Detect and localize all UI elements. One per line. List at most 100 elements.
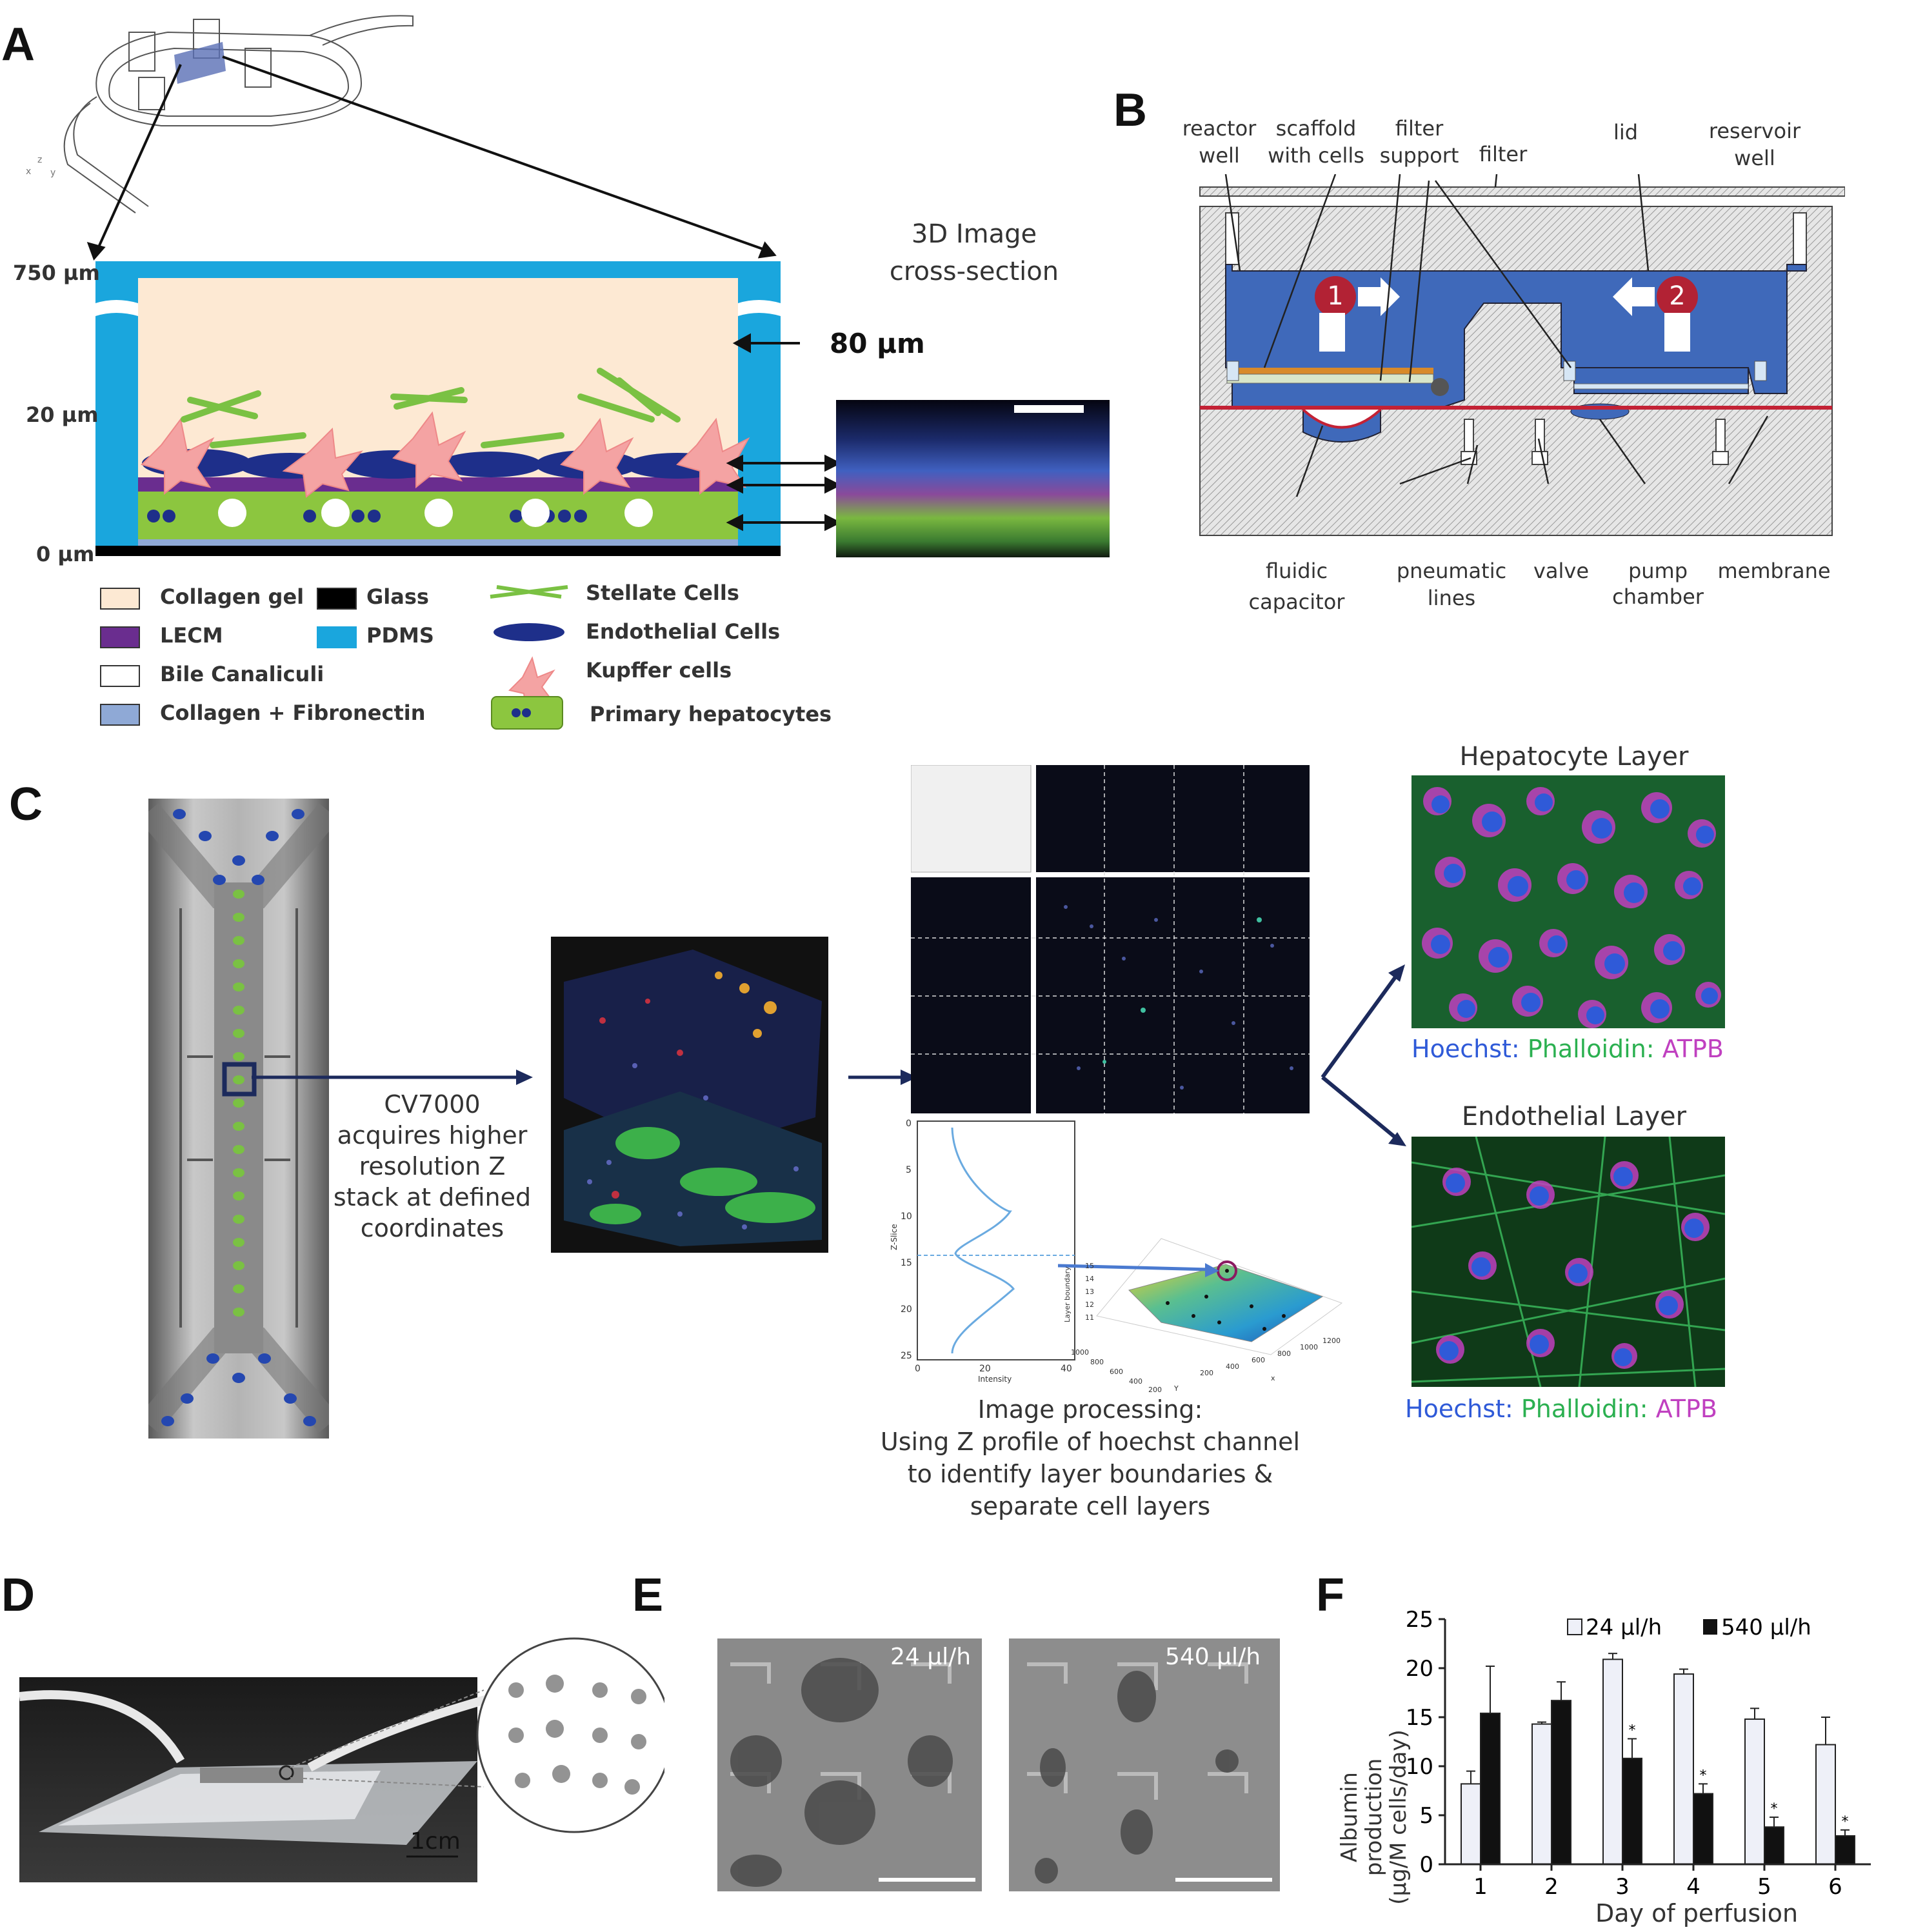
x-tick-label: 5 <box>1757 1874 1771 1900</box>
marker-1: 1 <box>1327 281 1344 311</box>
endo-stain-legend: Hoechst: Phalloidin: ATPB <box>1374 1395 1748 1423</box>
label-reservoir-well: well <box>1734 146 1775 170</box>
bar <box>1764 1826 1784 1865</box>
label-membrane: membrane <box>1717 559 1831 583</box>
svg-text:1000: 1000 <box>1071 1348 1089 1357</box>
stain-hoechst: Hoechst: <box>1411 1035 1520 1063</box>
label-filter-support: filter <box>1395 116 1444 141</box>
svg-text:14: 14 <box>1085 1275 1094 1283</box>
svg-text:x: x <box>26 166 31 177</box>
svg-text:20: 20 <box>979 1364 991 1374</box>
bar <box>1815 1744 1836 1865</box>
bar <box>1744 1718 1765 1865</box>
chart-legend: 24 µl/h 540 µl/h <box>1567 1615 1811 1640</box>
bar <box>1835 1835 1855 1866</box>
bar <box>1551 1700 1571 1865</box>
svg-text:x: x <box>1271 1374 1275 1382</box>
y-tick-label: 25 <box>1406 1607 1433 1633</box>
svg-text:Layer boundary: Layer boundary <box>1063 1266 1072 1322</box>
label-valve: valve <box>1533 559 1590 583</box>
svg-text:Y: Y <box>1173 1384 1179 1393</box>
y-tick-label: 20 <box>1406 1656 1433 1682</box>
svg-text:Z-Slice: Z-Slice <box>890 1224 899 1250</box>
panel-label-e: E <box>632 1569 664 1621</box>
zstack-3d-render <box>551 937 828 1253</box>
svg-text:0: 0 <box>906 1119 912 1129</box>
thickness-label: 80 µm <box>830 328 925 359</box>
legend-swatches <box>100 585 568 730</box>
svg-text:10: 10 <box>901 1211 912 1222</box>
image-title-1: 3D Image <box>911 219 1037 249</box>
axis-glyph: xzy <box>26 155 55 178</box>
svg-text:40: 40 <box>1061 1364 1072 1374</box>
bars: **** <box>1461 1653 1855 1866</box>
microfluidic-chip-image <box>148 799 329 1439</box>
svg-text:Intensity: Intensity <box>978 1375 1012 1384</box>
legend-collagen-fibronectin: Collagen + Fibronectin <box>160 701 426 725</box>
flow-label-540: 540 µl/h <box>1165 1644 1261 1670</box>
svg-text:800: 800 <box>1277 1349 1291 1358</box>
label-pump-chamber: chamber <box>1612 584 1704 609</box>
svg-text:400: 400 <box>1129 1377 1142 1386</box>
label-reactor: reactor <box>1182 116 1257 141</box>
label-filter: filter <box>1479 142 1528 166</box>
chart-xlabel: Day of perfusion <box>1595 1899 1799 1927</box>
bar <box>1461 1783 1481 1865</box>
svg-text:15: 15 <box>901 1258 912 1268</box>
cross-section-image <box>836 400 1110 557</box>
legend-pdms: PDMS <box>366 623 434 648</box>
svg-text:13: 13 <box>1085 1288 1094 1296</box>
legend-lecm: LECM <box>160 623 223 648</box>
y-tick-label: 15 <box>1406 1705 1433 1731</box>
stain-phalloidin-2: Phalloidin: <box>1521 1395 1648 1423</box>
legend-glass: Glass <box>366 584 429 609</box>
z-profile-plot: 0 5 10 15 20 25 0 20 40 Intensity Z-Slic… <box>890 1119 1075 1384</box>
flow-label-24: 24 µl/h <box>890 1644 972 1670</box>
bar <box>1673 1673 1694 1866</box>
scale-20: 20 µm <box>26 403 99 427</box>
layer-boundary-surface-plot: 15 14 13 12 11 Layer boundary 1000 800 6… <box>1058 1238 1343 1393</box>
bar <box>1480 1712 1501 1865</box>
svg-text:25: 25 <box>901 1351 912 1361</box>
scale-bar <box>1014 405 1084 413</box>
blue-markers <box>161 809 316 1426</box>
bar <box>1622 1757 1642 1865</box>
legend-24: 24 µl/h <box>1586 1615 1662 1640</box>
svg-text:800: 800 <box>1090 1358 1104 1366</box>
significance-star: * <box>1771 1801 1778 1817</box>
panel-label-d: D <box>1 1569 35 1621</box>
significance-star: * <box>1629 1722 1636 1738</box>
image-processing-text: Image processing:Using Z profile of hoec… <box>880 1395 1301 1520</box>
device-wireframe <box>63 15 414 214</box>
legend-stellate: Stellate Cells <box>586 581 739 605</box>
x-tick-label: 4 <box>1686 1874 1701 1900</box>
label-scaffold: scaffold <box>1275 116 1357 141</box>
stain-atpb-2: ATPB <box>1655 1395 1717 1423</box>
x-tick-label: 2 <box>1544 1874 1559 1900</box>
y-tick-label: 5 <box>1419 1803 1433 1829</box>
panel-label-c: C <box>9 779 43 830</box>
svg-text:y: y <box>50 168 55 178</box>
perfusion-micrographs <box>717 1638 1280 1891</box>
panel-a-diagram: xzy <box>26 15 1110 730</box>
stain-hoechst-2: Hoechst: <box>1405 1395 1513 1423</box>
x-tick-label: 6 <box>1828 1874 1842 1900</box>
marker-2: 2 <box>1669 281 1686 311</box>
svg-text:15: 15 <box>1085 1262 1094 1270</box>
scale-750: 750 µm <box>13 261 100 285</box>
y-tick-label: 0 <box>1419 1852 1433 1878</box>
svg-text:600: 600 <box>1252 1356 1265 1364</box>
label-scaffold-2: with cells <box>1268 143 1364 168</box>
label-fluidic: fluidic <box>1265 559 1328 583</box>
label-lid: lid <box>1613 120 1639 144</box>
label-reactor-well: well <box>1199 143 1240 168</box>
stain-atpb: ATPB <box>1662 1035 1724 1063</box>
stain-phalloidin: Phalloidin: <box>1527 1035 1655 1063</box>
panel-label-f: F <box>1316 1569 1344 1621</box>
bar <box>1693 1793 1713 1865</box>
legend-540: 540 µl/h <box>1721 1615 1811 1640</box>
endothelial-layer-image <box>1411 1137 1725 1387</box>
scale-1cm: 1cm <box>410 1828 461 1855</box>
